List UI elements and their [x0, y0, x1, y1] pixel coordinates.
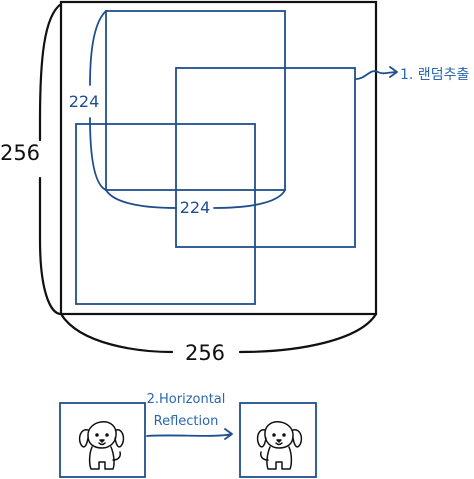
- outer-image-box: [59, 0, 378, 316]
- outer-bottom-label: 256: [185, 341, 225, 365]
- step1-label: 1. 랜덤추출: [400, 67, 469, 83]
- left-dimension-brace: [38, 2, 63, 316]
- crop-box-right: [175, 67, 356, 248]
- dog-icon: [78, 421, 125, 470]
- dog-icon: [256, 421, 303, 470]
- crop-box-bottom: [75, 123, 256, 305]
- crop-horizontal-label: 224: [180, 198, 211, 217]
- step2-label-line1: 2.Horizontal: [147, 392, 226, 407]
- original-image-box: [59, 402, 146, 478]
- crop-horizontal-brace: [105, 189, 286, 209]
- arrow-right-icon: [355, 66, 398, 80]
- crop-box-top: [105, 10, 286, 191]
- bottom-dimension-brace: [59, 312, 378, 354]
- crop-vertical-brace: [89, 10, 107, 191]
- crop-vertical-label: 224: [69, 92, 100, 111]
- flipped-image-box: [239, 402, 317, 478]
- outer-left-label: 256: [0, 141, 40, 165]
- flip-arrow: [146, 428, 233, 440]
- step2-label-line2: Reflection: [154, 414, 219, 429]
